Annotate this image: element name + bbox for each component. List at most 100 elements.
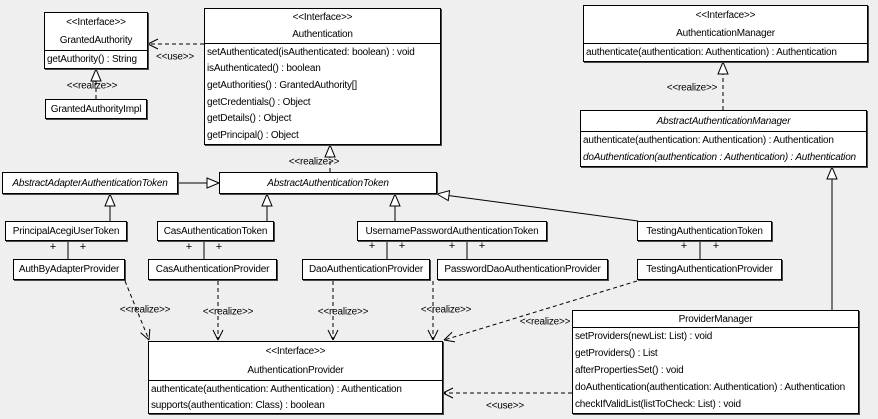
class-box-testing-authentication-token[interactable]: TestingAuthenticationToken xyxy=(637,221,772,241)
method-row: supports(authentication: Class) : boolea… xyxy=(151,399,325,411)
class-box-granted-authority[interactable]: <<Interface>> GrantedAuthority getAuthorit… xyxy=(44,12,148,69)
class-box-authentication-manager[interactable]: <<Interface>> AuthenticationManager authen… xyxy=(583,5,868,62)
class-name: UsernamePasswordAuthenticationToken xyxy=(365,225,539,237)
method-row: getCredentials() : Object xyxy=(207,96,311,108)
method-row: checkIfValidList(listToCheck: List) : vo… xyxy=(575,399,741,410)
class-header: PrincipalAcegiUserToken xyxy=(6,222,126,240)
class-header: <<Interface>> AuthenticationManager xyxy=(584,6,867,43)
class-name: GrantedAuthority xyxy=(59,35,133,47)
method-row: getProviders() : List xyxy=(575,348,658,359)
class-box-provider-manager[interactable]: ProviderManager setProviders(newList: Lis… xyxy=(572,310,859,414)
class-header: UsernamePasswordAuthenticationToken xyxy=(358,222,546,240)
class-box-principal-acegi-user-token[interactable]: PrincipalAcegiUserToken xyxy=(5,221,127,241)
association-plus-label: + xyxy=(215,241,223,253)
stereotype-label: <<Interface>> xyxy=(66,16,126,28)
edge-stereotype-label: <<realize>> xyxy=(317,306,369,318)
class-name: AuthenticationProvider xyxy=(247,365,344,376)
edge-stereotype-label: <<realize>> xyxy=(666,82,718,94)
class-header: ProviderManager xyxy=(573,311,858,327)
class-name: TestingAuthenticationToken xyxy=(646,225,763,237)
generalization-edge-gen-testing-token xyxy=(435,189,639,222)
association-plus-label: + xyxy=(448,240,456,252)
stereotype-label: <<Interface>> xyxy=(695,9,756,21)
method-row: doAuthentication(authentication: Authent… xyxy=(575,382,845,393)
method-row: getAuthority() : String xyxy=(47,54,137,65)
method-row: getDetails() : Object xyxy=(207,113,292,125)
edge-stereotype-label: <<realize>> xyxy=(519,316,571,328)
class-name: AuthByAdapterProvider xyxy=(18,264,120,275)
class-header: AbstractAuthenticationToken xyxy=(220,173,436,193)
realize-edge-real-adapter-ap xyxy=(124,280,151,341)
class-name: TestingAuthenticationProvider xyxy=(646,264,773,275)
method-row: authenticate(authentication: Authenticat… xyxy=(583,135,834,146)
methods-compartment: setAuthenticated(isAuthenticated: boolea… xyxy=(205,43,440,144)
method-row: getPrincipal() : Object xyxy=(207,130,299,142)
class-header: DaoAuthenticationProvider xyxy=(303,260,429,279)
class-name: ProviderManager xyxy=(678,313,753,325)
class-header: AbstractAdapterAuthenticationToken xyxy=(3,173,177,193)
methods-compartment: authenticate(authentication: Authenticat… xyxy=(149,380,442,413)
class-name: AbstractAdapterAuthenticationToken xyxy=(12,177,168,189)
class-box-cas-authentication-token[interactable]: CasAuthenticationToken xyxy=(157,221,274,241)
class-header: <<Interface>> GrantedAuthority xyxy=(45,13,147,50)
method-row: isAuthenticated() : boolean xyxy=(207,63,321,75)
class-box-auth-by-adapter-provider[interactable]: AuthByAdapterProvider xyxy=(13,259,125,280)
class-header: AbstractAuthenticationManager xyxy=(581,111,866,131)
edge-stereotype-label: <<use>> xyxy=(485,400,525,412)
class-header: TestingAuthenticationProvider xyxy=(638,260,781,279)
class-header: PasswordDaoAuthenticationProvider xyxy=(438,260,607,279)
edge-stereotype-label: <<realize>> xyxy=(66,80,118,92)
class-box-granted-authority-impl[interactable]: GrantedAuthorityImpl xyxy=(45,99,147,119)
association-plus-label: + xyxy=(49,241,57,253)
association-plus-label: + xyxy=(185,241,193,253)
stereotype-label: <<Interface>> xyxy=(265,346,326,357)
class-box-dao-authentication-provider[interactable]: DaoAuthenticationProvider xyxy=(302,259,430,280)
class-box-authentication-provider[interactable]: <<Interface>> AuthenticationProvider authe… xyxy=(148,341,443,414)
class-name: GrantedAuthorityImpl xyxy=(50,103,142,115)
class-name: CasAuthenticationToken xyxy=(163,225,268,237)
class-header: <<Interface>> AuthenticationProvider xyxy=(149,342,442,380)
method-row: authenticate(authentication: Authenticat… xyxy=(151,383,402,395)
method-row: setAuthenticated(isAuthenticated: boolea… xyxy=(207,46,415,58)
class-box-cas-authentication-provider[interactable]: CasAuthenticationProvider xyxy=(148,259,277,280)
class-header: TestingAuthenticationToken xyxy=(638,222,771,240)
method-row: getAuthorities() : GrantedAuthority[] xyxy=(207,80,357,92)
association-plus-label: + xyxy=(368,240,376,252)
class-name: PrincipalAcegiUserToken xyxy=(12,225,120,237)
class-box-password-dao-authentication-provider[interactable]: PasswordDaoAuthenticationProvider xyxy=(437,259,608,280)
class-box-authentication[interactable]: <<Interface>> Authentication setAuthentica… xyxy=(204,8,441,145)
association-plus-label: + xyxy=(712,240,720,252)
methods-compartment: setProviders(newList: List) : void getPro… xyxy=(573,327,858,413)
class-box-testing-authentication-provider[interactable]: TestingAuthenticationProvider xyxy=(637,259,782,280)
class-header: <<Interface>> Authentication xyxy=(205,9,440,43)
method-row: setProviders(newList: List) : void xyxy=(575,331,713,342)
realize-edge-real-testing-ap xyxy=(443,280,638,343)
class-box-abstract-authentication-token[interactable]: AbstractAuthenticationToken xyxy=(219,172,437,194)
edge-stereotype-label: <<realize>> xyxy=(420,304,472,316)
class-name: PasswordDaoAuthenticationProvider xyxy=(444,264,601,275)
class-name: AuthenticationManager xyxy=(676,28,775,40)
class-header: CasAuthenticationToken xyxy=(158,222,273,240)
class-header: GrantedAuthorityImpl xyxy=(46,100,146,118)
association-plus-label: + xyxy=(398,240,406,252)
methods-compartment: authenticate(authentication: Authenticat… xyxy=(584,43,867,61)
class-name: DaoAuthenticationProvider xyxy=(309,264,423,275)
edge-stereotype-label: <<realize>> xyxy=(288,156,340,168)
methods-compartment: authenticate(authentication: Authenticat… xyxy=(581,131,866,166)
stereotype-label: <<Interface>> xyxy=(292,12,353,23)
association-plus-label: + xyxy=(79,241,87,253)
association-plus-label: + xyxy=(680,240,688,252)
edge-stereotype-label: <<use>> xyxy=(155,51,195,63)
class-box-abstract-authentication-manager[interactable]: AbstractAuthenticationManager authenticat… xyxy=(580,110,867,167)
class-name: AbstractAuthenticationToken xyxy=(267,177,389,189)
class-name: AbstractAuthenticationManager xyxy=(656,115,791,127)
edge-stereotype-label: <<realize>> xyxy=(119,304,171,316)
class-box-abstract-adapter-authentication-token[interactable]: AbstractAdapterAuthenticationToken xyxy=(2,172,178,194)
class-name: Authentication xyxy=(292,29,353,40)
class-header: CasAuthenticationProvider xyxy=(149,260,276,279)
class-box-username-password-authentication-token[interactable]: UsernamePasswordAuthenticationToken xyxy=(357,221,547,241)
method-row: afterPropertiesSet() : void xyxy=(575,365,684,376)
method-row: doAuthentication(authentication : Authen… xyxy=(583,152,856,163)
